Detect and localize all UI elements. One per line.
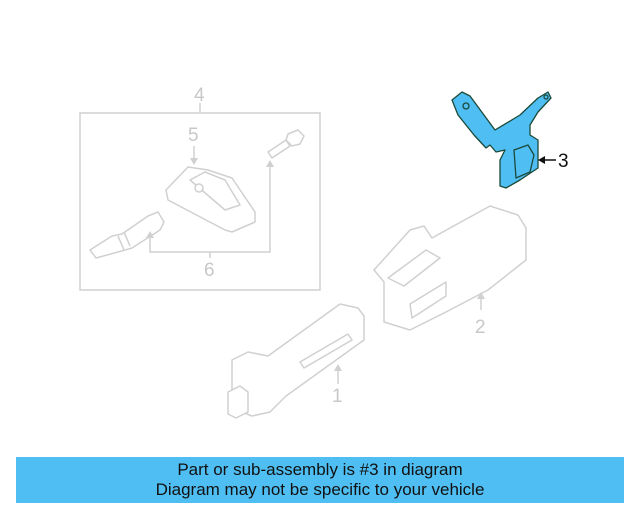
assembly-4-group xyxy=(79,103,321,291)
callout-3: 3 xyxy=(558,151,569,172)
part-5-sensor[interactable] xyxy=(165,166,256,233)
leader-6 xyxy=(149,165,271,258)
banner-line-part: Part or sub-assembly is #3 in diagram xyxy=(177,460,463,479)
banner-line-disclaimer: Diagram may not be specific to your vehi… xyxy=(155,480,485,499)
callout-1: 1 xyxy=(332,386,343,407)
callout-5: 5 xyxy=(188,125,199,146)
parts-diagram: 4 5 6 3 2 xyxy=(79,85,569,419)
callout-4: 4 xyxy=(194,85,205,106)
callout-6: 6 xyxy=(204,260,215,281)
part-2-module[interactable] xyxy=(373,205,527,331)
callout-2: 2 xyxy=(475,317,486,338)
part-6-valve-stem[interactable] xyxy=(89,129,305,259)
part-3-bracket[interactable] xyxy=(451,91,552,189)
info-banner: Part or sub-assembly is #3 in diagram Di… xyxy=(16,457,624,503)
part-1-housing[interactable] xyxy=(227,303,365,419)
